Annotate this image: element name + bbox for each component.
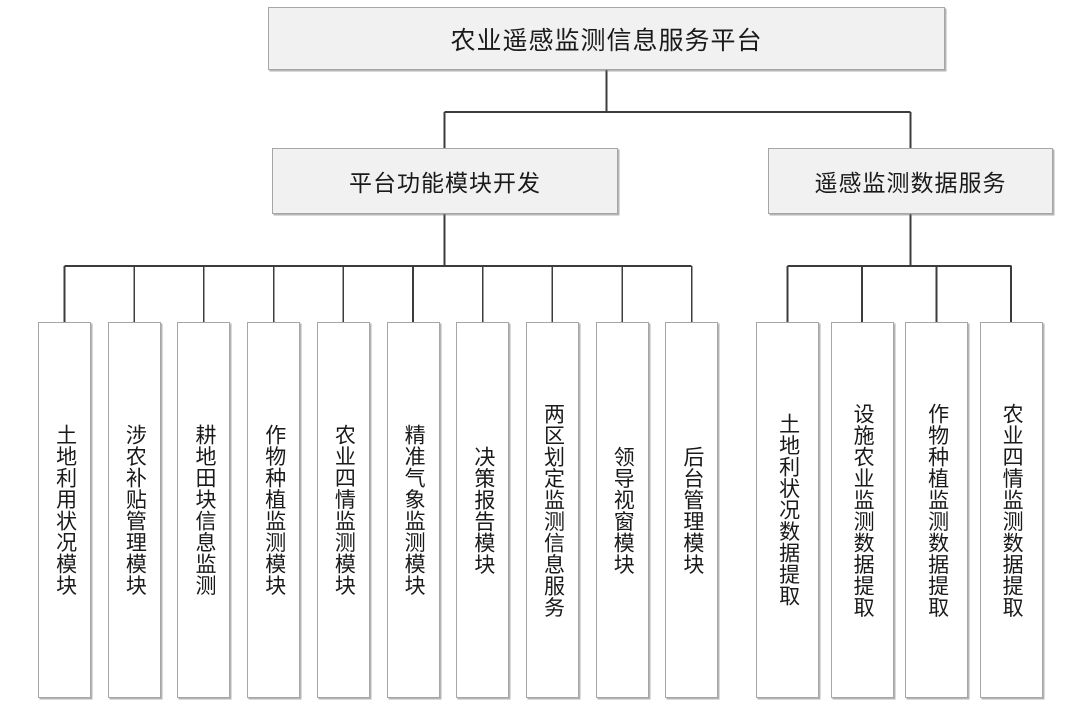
root-node-label: 农业遥感监测信息服务平台: [450, 26, 763, 55]
leaf-node-crop-planting-monitoring-data-extraction[interactable]: 作物种植监测数据提取: [905, 322, 968, 698]
leaf-label: 设施农业监测数据提取: [851, 402, 875, 618]
leaf-label: 土地利状况数据提取: [776, 413, 800, 607]
leaf-node-facility-agriculture-monitoring-data-extraction[interactable]: 设施农业监测数据提取: [830, 322, 894, 698]
branch-node-platform-function-modules[interactable]: 平台功能模块开发: [272, 148, 618, 214]
leaf-label: 领导视窗模块: [611, 445, 635, 575]
leaf-node-leadership-window-module[interactable]: 领导视窗模块: [595, 322, 649, 698]
leaf-node-crop-planting-monitoring-module[interactable]: 作物种植监测模块: [247, 322, 301, 698]
branch-label-platform-function-modules: 平台功能模块开发: [349, 170, 541, 196]
branch-node-remote-sensing-data-service[interactable]: 遥感监测数据服务: [768, 148, 1053, 214]
leaf-node-land-use-status-module[interactable]: 土地利用状况模块: [38, 322, 91, 698]
leaf-label: 作物种植监测数据提取: [925, 402, 949, 618]
leaf-label: 两区划定监测信息服务: [541, 402, 565, 618]
leaf-node-decision-report-module[interactable]: 决策报告模块: [456, 322, 510, 698]
leaf-node-two-zones-delimitation-monitoring-info-service[interactable]: 两区划定监测信息服务: [525, 322, 579, 698]
leaf-node-farmland-plot-info-monitoring[interactable]: 耕地田块信息监测: [177, 322, 231, 698]
leaf-node-agri-four-conditions-monitoring-data-extraction[interactable]: 农业四情监测数据提取: [979, 322, 1043, 698]
leaf-label: 农业四情监测数据提取: [1000, 402, 1024, 618]
leaf-node-agri-four-conditions-monitoring-module[interactable]: 农业四情监测模块: [316, 322, 370, 698]
leaf-label: 涉农补贴管理模块: [123, 424, 147, 596]
leaf-label: 决策报告模块: [471, 445, 495, 575]
leaf-label: 耕地田块信息监测: [193, 424, 217, 596]
leaf-label: 土地利用状况模块: [53, 424, 77, 596]
leaf-node-precision-weather-monitoring-module[interactable]: 精准气象监测模块: [386, 322, 440, 698]
leaf-label: 精准气象监测模块: [402, 424, 426, 596]
branch-label-remote-sensing-data-service: 遥感监测数据服务: [814, 170, 1007, 196]
leaf-node-land-use-status-data-extraction[interactable]: 土地利状况数据提取: [756, 322, 819, 698]
leaf-node-backend-management-module[interactable]: 后台管理模块: [665, 322, 719, 698]
leaf-label: 作物种植监测模块: [262, 424, 286, 596]
leaf-node-agri-subsidy-management-module[interactable]: 涉农补贴管理模块: [107, 322, 161, 698]
leaf-label: 农业四情监测模块: [332, 424, 356, 596]
leaf-label: 后台管理模块: [680, 445, 704, 575]
root-node-platform-title[interactable]: 农业遥感监测信息服务平台: [268, 7, 945, 70]
